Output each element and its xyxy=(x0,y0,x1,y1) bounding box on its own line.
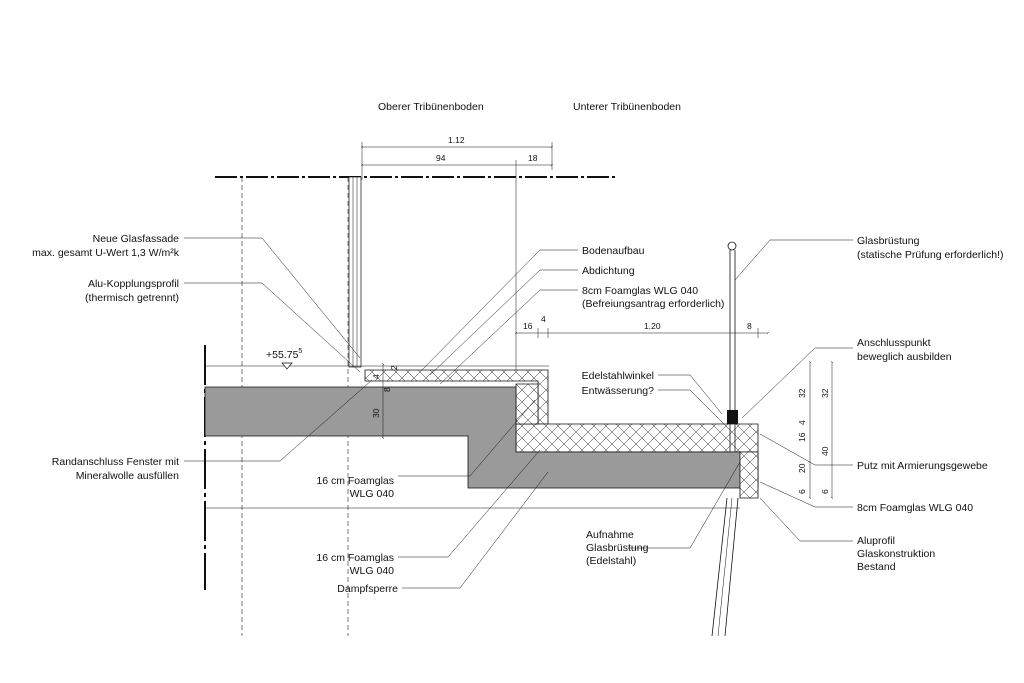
label-aluprofil-2: Glaskonstruktion xyxy=(857,548,935,560)
label-entw: Entwässerung? xyxy=(582,385,655,397)
label-ansch-1: Anschlusspunkt xyxy=(857,337,931,349)
label-foam8-2: (Befreiungsantrag erforderlich) xyxy=(582,298,724,310)
label-glasfassade-1: Neue Glasfassade xyxy=(93,233,180,245)
label-glasbr-1: Glasbrüstung xyxy=(857,235,920,247)
dim-right1-b: 4 xyxy=(797,420,807,425)
left-dimension-chain: 4 2 8 30 xyxy=(371,362,399,440)
right-dimension-chain-2: 32 40 6 xyxy=(820,360,834,500)
label-putz: Putz mit Armierungsgewebe xyxy=(857,460,988,472)
dim-mid-b: 4 xyxy=(541,314,546,324)
glass-facade xyxy=(348,176,362,368)
dim-left-c: 8 xyxy=(382,387,392,392)
mid-dimension-chain: 16 4 1.20 8 xyxy=(514,314,770,338)
label-alu-1: Alu-Kopplungsprofil xyxy=(88,278,179,290)
dim-right1-d: 20 xyxy=(797,463,807,473)
label-edelstahl: Edelstahlwinkel xyxy=(582,370,654,382)
dim-right2-b: 40 xyxy=(820,446,830,456)
label-aufnahme-3: (Edelstahl) xyxy=(586,555,636,567)
dim-right2-c: 6 xyxy=(820,489,830,494)
label-aluprofil-3: Bestand xyxy=(857,561,896,573)
label-boden: Bodenaufbau xyxy=(582,245,645,257)
label-glasbr-2: (statische Prüfung erforderlich!) xyxy=(857,249,1003,261)
label-glasfassade-2: max. gesamt U-Wert 1,3 W/m²k xyxy=(32,247,180,259)
dim-top-a: 94 xyxy=(436,153,446,163)
label-aufnahme-2: Glasbrüstung xyxy=(586,542,649,554)
label-foam16b-1: 16 cm Foamglas xyxy=(316,552,394,564)
dim-right1-a: 32 xyxy=(797,388,807,398)
label-foam16a-1: 16 cm Foamglas xyxy=(316,475,394,487)
header-upper-floor: Oberer Tribünenboden xyxy=(378,101,484,113)
existing-glass-construction xyxy=(711,497,739,637)
top-dimension-chain: 1.12 94 18 xyxy=(360,135,554,370)
label-rand-2: Mineralwolle ausfüllen xyxy=(76,470,179,482)
dim-left-d: 30 xyxy=(371,408,381,418)
label-rand-1: Randanschluss Fenster mit xyxy=(52,456,179,468)
lower-insulation xyxy=(515,423,759,453)
level-marker: +55.755 xyxy=(266,348,302,370)
leader-lines xyxy=(184,237,853,589)
edge-insulation xyxy=(739,451,759,499)
dim-right2-a: 32 xyxy=(820,388,830,398)
dim-right1-e: 6 xyxy=(797,489,807,494)
dim-top-total: 1.12 xyxy=(448,135,465,145)
glass-railing xyxy=(727,241,738,452)
label-aluprofil-1: Aluprofil xyxy=(857,535,895,547)
label-foam8r: 8cm Foamglas WLG 040 xyxy=(857,502,973,514)
label-foam16b-2: WLG 040 xyxy=(350,565,395,577)
right-dimension-chain-1: 32 4 16 20 6 xyxy=(797,360,812,500)
dim-right1-c: 16 xyxy=(797,432,807,442)
label-foam8-1: 8cm Foamglas WLG 040 xyxy=(582,285,698,297)
dim-mid-d: 8 xyxy=(747,321,752,331)
level-value: +55.755 xyxy=(266,348,302,361)
label-ansch-2: beweglich ausbilden xyxy=(857,351,952,363)
dim-mid-c: 1.20 xyxy=(644,321,661,331)
header-lower-floor: Unterer Tribünenboden xyxy=(573,101,681,113)
label-abdicht: Abdichtung xyxy=(582,265,635,277)
label-aufnahme-1: Aufnahme xyxy=(586,529,634,541)
label-foam16a-2: WLG 040 xyxy=(350,488,395,500)
label-alu-2: (thermisch getrennt) xyxy=(85,292,179,304)
dim-left-a: 4 xyxy=(371,374,381,379)
dim-left-b: 2 xyxy=(389,365,399,370)
dim-top-b: 18 xyxy=(528,153,538,163)
label-dampf: Dampfsperre xyxy=(337,583,398,595)
dim-mid-a: 16 xyxy=(523,321,533,331)
